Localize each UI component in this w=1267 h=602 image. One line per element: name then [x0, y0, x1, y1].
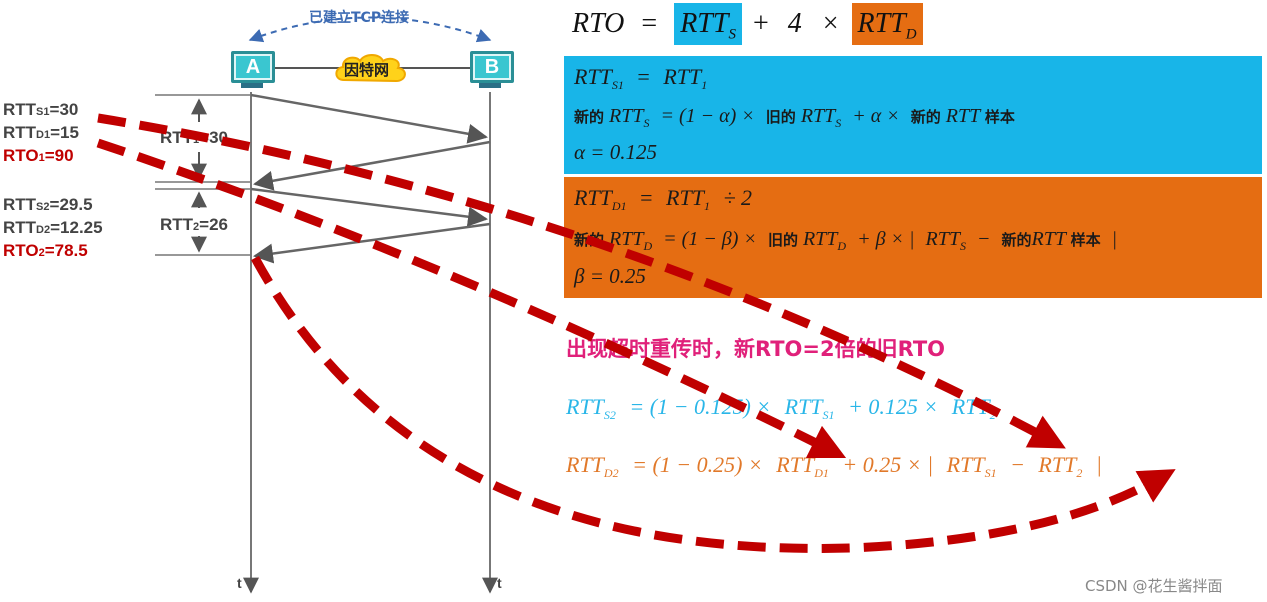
- rttd2-value: RTTD2=12.25: [3, 218, 103, 237]
- watermark: CSDN @花生酱拌面: [1085, 577, 1223, 595]
- node-a-base: [241, 83, 263, 88]
- time-axis-a-label: t: [237, 575, 242, 591]
- rttd1-formula: RTTD1 = RTT1 ÷ 2: [574, 185, 753, 213]
- rttd1-value: RTTD1=15: [3, 123, 79, 142]
- dashed-arrow-rtts2: [251, 255, 1176, 553]
- rtt-d-highlight: RTTD: [851, 3, 923, 45]
- rto-lhs: RTO: [572, 8, 625, 39]
- dashed-arrow-rtts: [97, 113, 1066, 449]
- rttd-update-formula: 新的 RTTD = (1 − β) × 旧的 RTTD + β × | RTTS…: [574, 228, 1118, 253]
- rtts2-equation: RTTS2 = (1 − 0.125) × RTTS1 + 0.125 × RT…: [566, 394, 996, 422]
- rtt2-label: RTT2=26: [160, 215, 229, 234]
- rtts2-value: RTTS2=29.5: [3, 195, 93, 214]
- connection-arc: [248, 16, 492, 43]
- rto-four: 4: [787, 8, 802, 39]
- rto-plus: +: [752, 8, 769, 39]
- beta-value: β = 0.25: [574, 264, 646, 288]
- msg-2-b-to-a: [253, 222, 491, 264]
- rto2-value: RTO2=78.5: [3, 241, 88, 260]
- dashed-arrow-rttd: [96, 138, 847, 459]
- msg-1-b-to-a: [253, 140, 491, 191]
- node-b-base: [479, 83, 501, 88]
- rttd-formula-box: [564, 177, 1262, 298]
- rto1-value: RTO1=90: [3, 146, 74, 165]
- node-a: A: [231, 51, 275, 83]
- rtts-formula-box: [564, 56, 1262, 174]
- node-b: B: [470, 51, 514, 83]
- msg-2-a-to-b: [250, 187, 488, 227]
- network-label: 因特网: [344, 61, 390, 79]
- rto-times: ×: [822, 8, 839, 39]
- rttd2-equation: RTTD2 = (1 − 0.25) × RTTD1 + 0.25 × | RT…: [566, 452, 1102, 480]
- internet-cloud-icon: [335, 54, 406, 83]
- rtts-update-formula: 新的 RTTS = (1 − α) × 旧的 RTTS + α × 新的 RTT…: [574, 105, 1015, 130]
- msg-1-a-to-b: [250, 93, 488, 144]
- rto-formula: RTO = RTTS + 4 × RTTD: [572, 3, 923, 45]
- timeline-diagram: [155, 16, 498, 594]
- rto-eq: =: [641, 8, 658, 39]
- rtts1-value: RTTS1=30: [3, 100, 79, 119]
- time-axis-b-label: t: [497, 575, 502, 591]
- rtts1-formula: RTTS1 = RTT1: [574, 64, 708, 92]
- connection-label: 已建立TCP连接: [309, 10, 410, 26]
- rtt-s-highlight: RTTS: [674, 3, 742, 45]
- alpha-value: α = 0.125: [574, 140, 657, 164]
